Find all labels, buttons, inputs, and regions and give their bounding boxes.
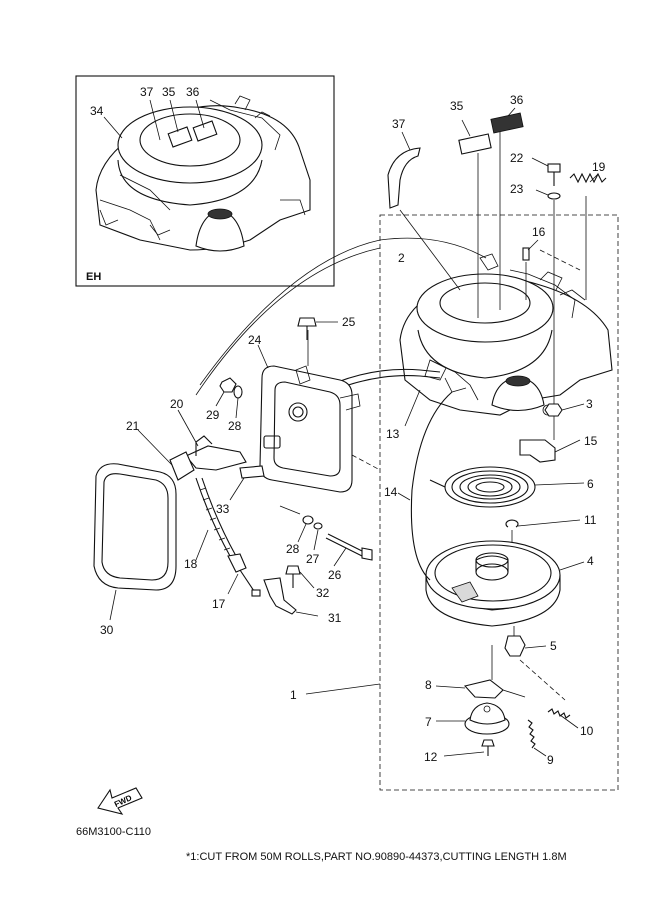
- starter-housing: [399, 269, 613, 416]
- return-springs: [519, 659, 579, 757]
- spiral-spring-6: [429, 466, 585, 508]
- decal-labels: [458, 107, 524, 318]
- fwd-label: FWD: [113, 793, 134, 809]
- callout-2: 2: [398, 251, 405, 265]
- inset-callout-35: 35: [162, 85, 176, 99]
- bolt-25: [297, 317, 338, 340]
- callout-11: 11: [584, 513, 597, 527]
- callout-21: 21: [126, 419, 140, 433]
- callout-7: 7: [425, 715, 432, 729]
- callout-36: 36: [510, 93, 524, 107]
- drive-pawl-15: [519, 439, 581, 463]
- callout-29: 29: [206, 408, 220, 422]
- callout-5: 5: [550, 639, 557, 653]
- callout-10: 10: [580, 724, 594, 738]
- friction-plate-8: [435, 645, 526, 699]
- callout-23: 23: [510, 182, 524, 196]
- cable-bracket-20: [137, 409, 247, 481]
- eh-inset: 34 37 35 36 EH: [75, 75, 335, 287]
- callout-8: 8: [425, 678, 432, 692]
- filter-frame-30: [93, 463, 177, 621]
- callout-31: 31: [328, 611, 342, 625]
- small-hardware: [522, 157, 607, 440]
- callout-18: 18: [184, 557, 198, 571]
- forward-direction-arrow: FWD: [97, 787, 143, 815]
- assembly-boundary: [379, 214, 619, 791]
- footnote: *1:CUT FROM 50M ROLLS,PART NO.90890-4437…: [186, 851, 567, 863]
- starter-rope-14: [397, 389, 453, 581]
- callout-17: 17: [212, 597, 226, 611]
- callout-27: 27: [306, 552, 320, 566]
- inset-callout-34: 34: [90, 104, 104, 118]
- callout-19: 19: [592, 160, 606, 174]
- callout-12: 12: [424, 750, 438, 764]
- callout-3: 3: [586, 397, 593, 411]
- callout-30: 30: [100, 623, 114, 637]
- callout-13: 13: [386, 427, 400, 441]
- document-code: 66M3100-C110: [76, 826, 152, 838]
- rope-pulley-4: [425, 540, 585, 627]
- cover-7: [436, 702, 510, 735]
- throttle-cable-18: [195, 477, 261, 597]
- callout-33: 33: [216, 502, 230, 516]
- callout-35: 35: [450, 99, 464, 113]
- intake-housing-24: [257, 330, 381, 493]
- callout-6: 6: [587, 477, 594, 491]
- bolt-12: [443, 739, 495, 757]
- callout-4: 4: [587, 554, 594, 568]
- inset-callout-37: 37: [140, 85, 154, 99]
- label-33: [229, 465, 265, 501]
- callout-16: 16: [532, 225, 546, 239]
- callout-20: 20: [170, 397, 184, 411]
- callout-1: 1: [290, 688, 297, 702]
- callout-28b: 28: [228, 419, 242, 433]
- seal-strip: [387, 131, 461, 291]
- callout-26: 26: [328, 568, 342, 582]
- callout-22: 22: [510, 151, 524, 165]
- callout-9: 9: [547, 753, 554, 767]
- callout-25: 25: [342, 315, 356, 329]
- callout-15: 15: [584, 434, 598, 448]
- inset-callout-36: 36: [186, 85, 200, 99]
- cam-5: [504, 626, 547, 657]
- callout-28a: 28: [286, 542, 300, 556]
- callout-37: 37: [392, 117, 406, 131]
- nut-29-washer-28: [215, 377, 243, 419]
- callout-14: 14: [384, 485, 398, 499]
- fasteners-26-28: [279, 505, 373, 567]
- callout-numbers: 1 2 3 4 5 6 7 8 9 10 11 12 13 14 15 16 1…: [100, 93, 606, 767]
- bracket-31-bolt-32: [263, 565, 319, 617]
- nut-3: [544, 403, 585, 417]
- callout-24: 24: [248, 333, 262, 347]
- callout-32: 32: [316, 586, 330, 600]
- inset-variant-tag: EH: [86, 271, 101, 283]
